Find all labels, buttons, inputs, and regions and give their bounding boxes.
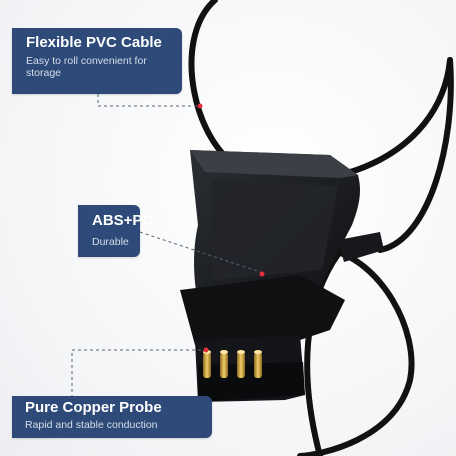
callout-cable-title: Flexible PVC Cable xyxy=(26,34,162,51)
callout-clip: ABS+PC Durable xyxy=(78,205,153,257)
callout-clip-title: ABS+PC xyxy=(92,212,154,229)
callout-probe-title: Pure Copper Probe xyxy=(25,399,162,416)
pogo-pin-probe xyxy=(203,350,262,378)
strain-relief xyxy=(338,232,384,262)
callout-cable: Flexible PVC Cable Easy to roll convenie… xyxy=(12,28,182,94)
callout-probe-subtitle: Rapid and stable conduction xyxy=(25,419,158,431)
marker-dots xyxy=(197,103,265,353)
callout-cable-subtitle: Easy to roll convenient for storage xyxy=(26,55,147,79)
charging-clip xyxy=(180,150,360,402)
leader-lines xyxy=(71,94,261,398)
callout-clip-subtitle: Durable xyxy=(92,236,129,248)
callout-probe: Pure Copper Probe Rapid and stable condu… xyxy=(12,396,212,438)
